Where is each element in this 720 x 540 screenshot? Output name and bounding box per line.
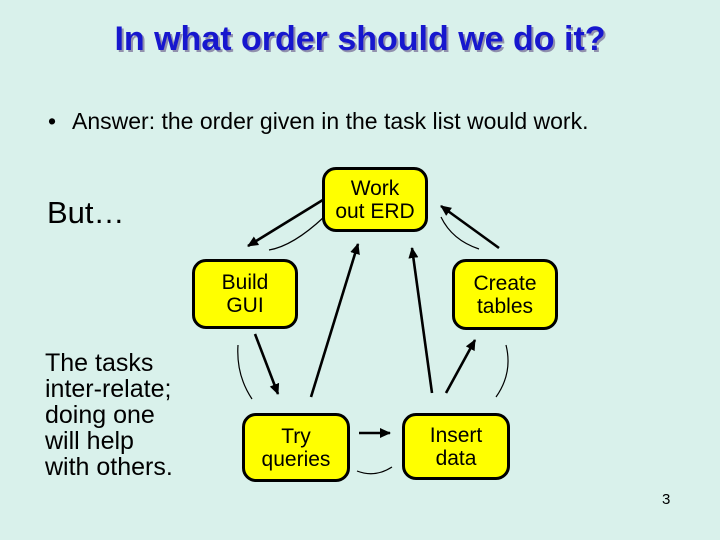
node-label: Try [281,424,311,448]
arrow-insert-data-to-create-tables [444,339,477,394]
arrow-erd-to-build-gui [247,196,327,248]
side-note-line: with others. [45,453,173,481]
curve-create-tables-to-insert-data [495,344,509,398]
node-try-queries: Try queries [242,413,350,482]
node-label: out ERD [335,199,415,223]
slide-title: In what order should we do it? [114,20,606,58]
node-build-gui: Build GUI [192,259,298,329]
bullet-text: Answer: the order given in the task list… [72,108,589,134]
bullet-item: • Answer: the order given in the task li… [48,109,622,134]
side-note: The tasks inter-relate; doing one will h… [45,350,173,480]
curve-erd-to-create-tables [440,216,480,250]
node-label: Work [350,176,400,200]
curve-insert-data-to-try-queries [356,466,393,475]
node-label: GUI [226,294,264,317]
curve-build-gui-to-erd [268,216,325,251]
page-number: 3 [662,491,671,508]
arrow-try-queries-to-erd [309,243,360,398]
node-work-out-erd: Work out ERD [322,167,428,232]
node-insert-data: Insert data [402,413,510,480]
node-label: Insert [429,423,483,447]
side-note-line: The tasks [45,349,154,377]
but-text: But… [47,195,125,230]
side-note-line: doing one [45,401,155,429]
arrow-insert-data-to-erd [408,247,434,394]
bullet-marker: • [48,108,57,134]
side-note-line: inter-relate; [45,375,172,403]
node-label: data [435,446,477,470]
node-label: Build [221,271,269,294]
node-label: tables [476,294,534,318]
side-note-line: will help [45,427,134,455]
arrow-create-tables-to-erd [440,204,500,250]
node-create-tables: Create tables [452,259,558,330]
arrow-build-gui-to-try-queries [253,333,280,395]
node-label: Create [473,271,537,295]
curve-try-queries-to-build-gui [237,344,253,400]
node-label: queries [261,447,331,471]
